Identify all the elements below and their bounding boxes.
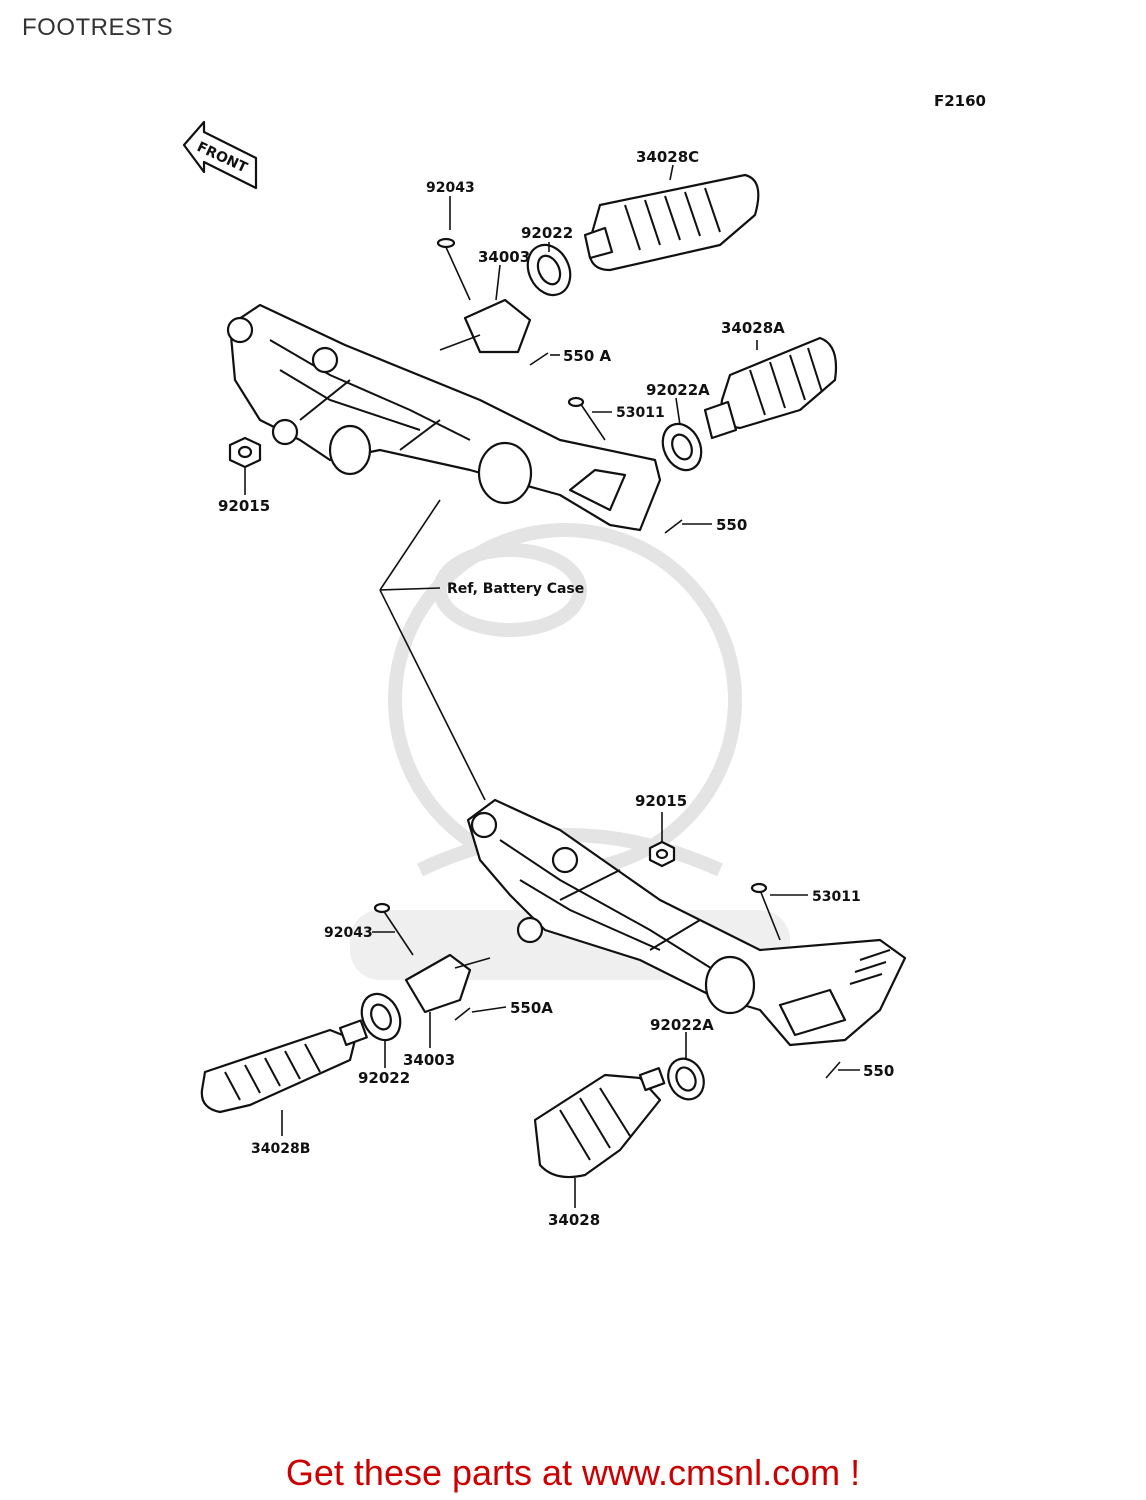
lower-holder-34003 <box>404 953 491 1014</box>
upper-leaders <box>244 164 758 525</box>
lower-leaders <box>281 812 860 1208</box>
label-92043-top: 92043 <box>426 180 475 196</box>
page-title: FOOTRESTS <box>22 14 174 41</box>
figure-code: F2160 <box>934 92 986 110</box>
label-34003-bottom: 34003 <box>403 1051 455 1069</box>
ref-battery-case-label: Ref, Battery Case <box>447 581 584 597</box>
lower-nut-92015 <box>648 840 676 868</box>
ref-battery-case-lines <box>379 499 486 801</box>
label-34028C: 34028C <box>636 148 699 166</box>
label-34028: 34028 <box>548 1211 600 1229</box>
upper-cotter-pins <box>529 352 683 534</box>
label-92015-top: 92015 <box>218 497 270 515</box>
lower-washer-92022 <box>360 992 402 1042</box>
label-92022A-top: 92022A <box>646 381 710 399</box>
lower-pin-53011 <box>750 882 781 941</box>
upper-pin-53011 <box>567 396 606 441</box>
upper-bracket <box>226 303 662 532</box>
label-92043-bottom: 92043 <box>324 925 373 941</box>
footrests-parts-diagram: FRONT F2160 <box>182 92 986 1229</box>
label-34028A: 34028A <box>721 319 785 337</box>
lower-bracket <box>466 798 907 1047</box>
label-550A-top: 550 A <box>563 347 612 365</box>
label-53011-bottom: 53011 <box>812 889 861 905</box>
get-parts-link[interactable]: Get these parts at www.cmsnl.com ! <box>285 1452 861 1493</box>
upper-pin-92043 <box>436 237 471 301</box>
upper-washer-92022 <box>526 243 572 297</box>
front-arrow-icon: FRONT <box>182 120 258 190</box>
upper-peg-34028A <box>703 336 838 440</box>
label-34003-top: 34003 <box>478 248 530 266</box>
upper-holder-34003 <box>439 298 532 354</box>
label-53011-top: 53011 <box>616 405 665 421</box>
label-92022-bottom: 92022 <box>358 1069 410 1087</box>
lower-washer-92022A <box>667 1057 705 1101</box>
label-34028B: 34028B <box>251 1141 310 1157</box>
upper-washer-92022A <box>661 422 703 472</box>
lower-cotter-pins <box>454 1007 841 1079</box>
label-550A-bottom: 550A <box>510 999 553 1017</box>
upper-peg-34028C <box>583 173 760 272</box>
lower-peg-34028 <box>533 1067 666 1179</box>
label-550-bottom: 550 <box>863 1062 894 1080</box>
label-92015-bottom: 92015 <box>635 792 687 810</box>
lower-pin-92043 <box>373 902 414 956</box>
label-92022-top: 92022 <box>521 224 573 242</box>
label-92022A-bottom: 92022A <box>650 1016 714 1034</box>
label-550-top: 550 <box>716 516 747 534</box>
upper-nut-92015 <box>228 436 262 469</box>
lower-peg-34028B <box>200 1019 368 1114</box>
